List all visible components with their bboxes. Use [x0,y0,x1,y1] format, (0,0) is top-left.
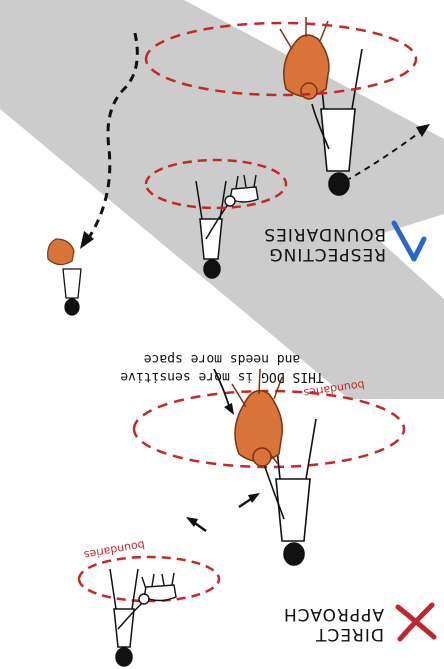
small-dog-respecting [224,174,259,207]
section-title-direct-line1: DIRECT [315,624,384,644]
section-title-respecting-line2: BOUNDARIES [263,224,386,244]
avoidance-route-arrow [86,28,139,240]
cross-icon [395,602,437,642]
avoidance-route-arrowhead [80,231,94,249]
person-far [62,268,82,316]
boundary-ellipse-big-dog [132,389,406,469]
callout-line-1: THIS DOG is more sensitive [120,369,324,384]
boundary-ellipse-respecting-big [144,21,418,97]
pass-by-arrow [348,128,425,180]
person-with-big-dog-respecting [311,48,363,196]
check-icon [391,220,427,262]
small-dog-figure [138,572,177,605]
callout-arrowhead [224,403,234,415]
callout-line-2: and needs more space [144,351,301,366]
small-dog-far [47,238,75,266]
approach-arrows [186,493,260,532]
section-title-direct-line2: APPROACH [283,604,384,624]
section-title-respecting-line1: RESPECTING [269,244,387,264]
big-sensitive-dog-figure [231,368,283,467]
person-with-small-dog-figure [109,568,155,667]
boundary-ellipse-respecting-small [144,158,288,210]
big-dog-respecting [279,17,330,100]
pass-by-arrowhead [416,124,430,137]
person-with-big-dog-figure [263,418,317,566]
person-with-small-dog-respecting [195,180,233,279]
